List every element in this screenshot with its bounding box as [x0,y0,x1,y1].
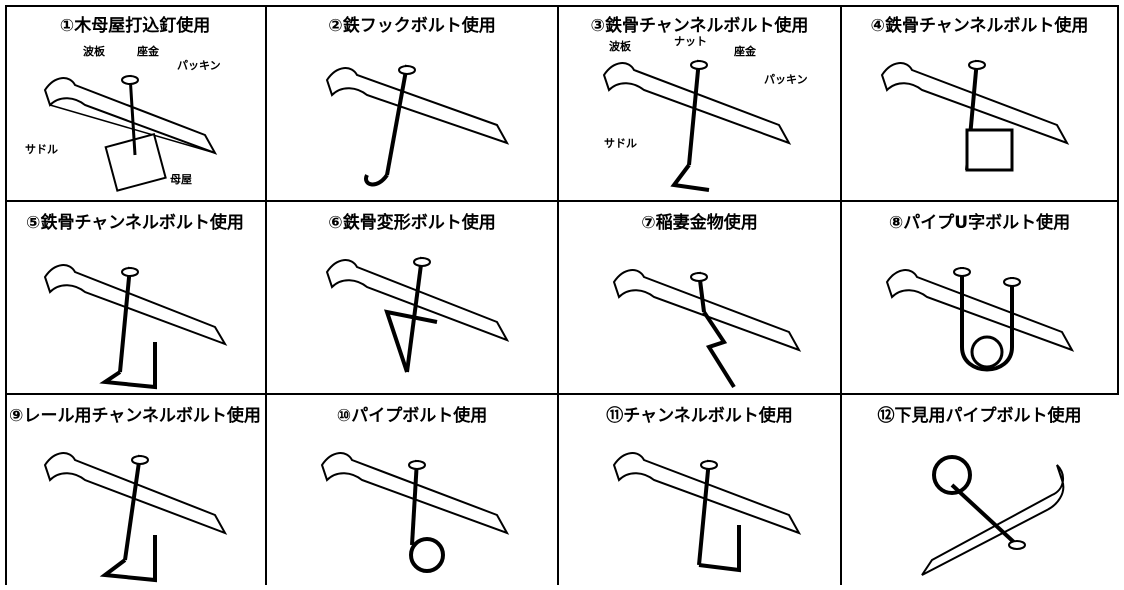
cell-title: ②鉄フックボルト使用 [328,16,496,36]
grid-line [265,5,267,585]
label-packing: パッキン [764,73,808,86]
cell-12: ⑫下見用パイプボルト使用 [842,395,1117,585]
pipe-bolt-illustration [320,452,510,573]
grid-line [5,5,1119,7]
cell-title: ③鉄骨チャンネルボルト使用 [590,16,809,36]
pipe-u-bolt-illustration [885,267,1075,372]
grid-line [840,5,842,585]
channel-bolt-illustration [880,59,1070,172]
cell-title: ④鉄骨チャンネルボルト使用 [870,16,1089,36]
wood-purlin-nail-illustration: 波板 座金 パッキン サドル 母屋 [25,44,221,192]
label-washer: 座金 [136,44,160,58]
label-saddle: サドル [25,143,58,156]
hook-bolt-illustration [325,64,510,187]
cell-6: ⑥鉄骨変形ボルト使用 [267,202,557,393]
label-nut: ナット [674,35,707,48]
grid-line [557,5,559,585]
cell-title: ⑪チャンネルボルト使用 [606,406,793,426]
cell-10: ⑩パイプボルト使用 [267,395,557,585]
cell-4: ④鉄骨チャンネルボルト使用 [842,5,1117,200]
lightning-bracket-illustration [612,269,802,389]
cell-9: ⑨レール用チャンネルボルト使用 [5,395,265,585]
label-corrugated-sheet: 波板 [609,39,632,53]
cell-title: ⑤鉄骨チャンネルボルト使用 [26,213,244,233]
cell-title: ⑨レール用チャンネルボルト使用 [9,406,261,426]
grid-line [5,200,1119,202]
cell-8: ⑧パイプU字ボルト使用 [842,202,1117,393]
rail-channel-bolt-illustration [43,452,228,583]
label-washer: 座金 [733,44,757,58]
cell-7: ⑦稲妻金物使用 [559,202,840,393]
channel-bolt-illustration: 波板 ナット 座金 パッキン サドル [602,35,808,192]
grid-line [5,5,7,585]
cell-title: ⑩パイプボルト使用 [336,406,488,426]
cell-3: ③鉄骨チャンネルボルト使用 波板 ナット 座金 パッキン サドル [559,5,840,200]
cell-5: ⑤鉄骨チャンネルボルト使用 [5,202,265,393]
grid-line [5,393,1119,395]
channel-bolt-illustration [612,452,802,573]
cell-title: ⑦稲妻金物使用 [641,213,758,233]
label-purlin: 母屋 [170,173,192,186]
label-corrugated-sheet: 波板 [83,44,106,58]
cell-title: ①木母屋打込釘使用 [59,16,211,36]
cell-11: ⑪チャンネルボルト使用 [559,395,840,585]
label-packing: パッキン [177,59,221,72]
cell-1: ①木母屋打込釘使用 波板 座金 パッキン サドル 母屋 [5,5,265,200]
label-saddle: サドル [604,137,637,150]
cell-title: ⑫下見用パイプボルト使用 [877,406,1082,426]
channel-bolt-illustration [43,264,228,390]
grid-line [1117,5,1119,395]
fastener-grid: ①木母屋打込釘使用 波板 座金 パッキン サドル 母屋 ②鉄フックボルト使用 ③… [5,5,1119,585]
siding-pipe-bolt-illustration [921,455,1065,576]
cell-2: ②鉄フックボルト使用 [267,5,557,200]
cell-title: ⑧パイプU字ボルト使用 [888,213,1071,233]
deformed-bolt-illustration [325,256,510,373]
cell-title: ⑥鉄骨変形ボルト使用 [328,213,496,233]
